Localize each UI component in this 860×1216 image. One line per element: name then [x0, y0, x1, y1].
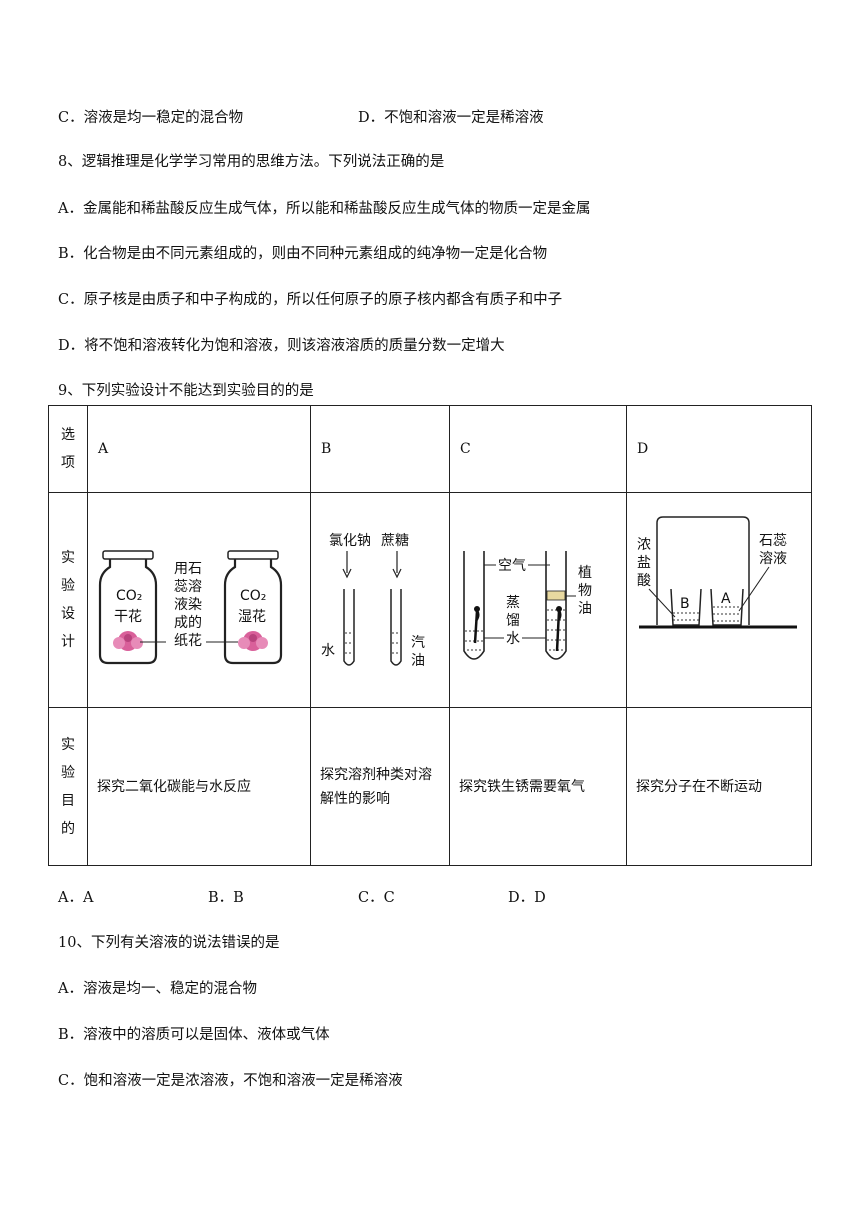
test-tube-icon [343, 589, 355, 666]
flower-note-line5: 纸花 [174, 633, 202, 649]
diagram-d-cell: 浓 盐 酸 石蕊 溶液 B A [626, 492, 812, 708]
diagram-a-co2-jars: CO₂ 干花 用石 蕊溶 液染 成的 纸花 [98, 550, 283, 665]
flower-icon [238, 631, 268, 651]
air-label: 空气 [498, 558, 526, 574]
row-label-design: 实 验 设 计 [48, 492, 88, 708]
q10-option-c: C．饱和溶液一定是浓溶液，不饱和溶液一定是稀溶液 [58, 1073, 403, 1089]
q7-option-c: C．溶液是均一稳定的混合物 [58, 110, 244, 126]
flower-note-line3: 液染 [174, 597, 202, 613]
row-label-char: 设 [61, 606, 75, 622]
flower-note-line2: 蕊溶 [174, 579, 202, 595]
conc-hcl-label-3: 酸 [637, 573, 651, 589]
q9-answer-b: B．B [208, 890, 244, 906]
test-tube-icon [545, 551, 567, 660]
water-label: 水 [321, 643, 335, 659]
diagram-d-molecular-motion: 浓 盐 酸 石蕊 溶液 B A [637, 516, 797, 629]
iron-nail-icon [473, 607, 480, 644]
leader-line [738, 566, 770, 612]
litmus-label-1: 石蕊 [759, 533, 787, 549]
q9-answer-a: A．A [58, 890, 94, 906]
goal-c: 探究铁生锈需要氧气 [449, 707, 627, 866]
q10-option-a: A．溶液是均一、稳定的混合物 [58, 981, 257, 997]
diagram-b-solubility: 氯化钠 蔗糖 水 汽 油 [321, 533, 425, 669]
distilled-water-label-1: 蒸 [506, 595, 520, 611]
q9-answer-d: D．D [508, 890, 546, 906]
row-label-char: 实 [61, 550, 75, 566]
jar-body [223, 559, 283, 665]
column-header-b: B [310, 405, 450, 493]
q8-option-d: D．将不饱和溶液转化为饱和溶液，则该溶液溶质的质量分数一定增大 [58, 338, 505, 354]
gasoline-label-2: 油 [411, 653, 425, 669]
goal-b: 探究溶剂种类对溶解性的影响 [310, 707, 450, 866]
test-tube-icon [463, 551, 485, 660]
row-label-char: 项 [61, 455, 75, 471]
vegetable-oil-label-1: 植 [578, 565, 592, 581]
q9-experiment-table: 选 项 A B C D 实 验 设 计 CO₂ 干花 [48, 405, 812, 866]
q7-option-d: D．不饱和溶液一定是稀溶液 [358, 110, 544, 126]
diagram-c-cell: 空气 蒸 馏 水 [449, 492, 627, 708]
distilled-water-label-3: 水 [506, 631, 520, 647]
diagram-a-cell: CO₂ 干花 用石 蕊溶 液染 成的 纸花 [87, 492, 311, 708]
row-label-purpose: 实 验 目 的 [48, 707, 88, 866]
conc-hcl-label-2: 盐 [637, 555, 651, 571]
q10-option-b: B．溶液中的溶质可以是固体、液体或气体 [58, 1027, 330, 1043]
jar-lid [102, 550, 154, 560]
column-header-c: C [449, 405, 627, 493]
column-header-d: D [626, 405, 812, 493]
nail-head [474, 606, 480, 612]
q8-option-b: B．化合物是由不同元素组成的，则由不同种元素组成的纯净物一定是化合物 [58, 246, 548, 262]
diagram-b-cell: 氯化钠 蔗糖 水 汽 油 [310, 492, 450, 708]
column-header-a: A [87, 405, 311, 493]
vegetable-oil-label-3: 油 [578, 601, 592, 617]
beaker-b-label: B [680, 596, 690, 612]
q8-option-c: C．原子核是由质子和中子构成的，所以任何原子的原子核内都含有质子和中子 [58, 292, 563, 308]
beaker-a-icon [710, 588, 744, 626]
row-label-char: 目 [61, 792, 75, 809]
q9-stem: 9、下列实验设计不能达到实验目的的是 [58, 383, 314, 399]
flower-icon [113, 631, 143, 651]
sodium-chloride-label: 氯化钠 [329, 533, 371, 549]
q8-stem: 8、逻辑推理是化学学习常用的思维方法。下列说法正确的是 [58, 154, 445, 170]
goal-a: 探究二氧化碳能与水反应 [87, 707, 311, 866]
row-label-option: 选 项 [48, 405, 88, 493]
beaker-b-icon [670, 588, 702, 626]
gasoline-label-1: 汽 [411, 635, 425, 651]
row-label-char: 实 [61, 736, 75, 753]
vegetable-oil-label-2: 物 [578, 583, 592, 599]
jar2-gas-label: CO₂ [240, 588, 266, 604]
jar1-gas-label: CO₂ [116, 588, 142, 604]
distilled-water-label-2: 馏 [506, 613, 520, 629]
leader-line [648, 588, 676, 618]
row-label-char: 的 [61, 820, 75, 837]
jar-lid [227, 550, 279, 560]
nail-head [556, 606, 562, 612]
q8-option-a: A．金属能和稀盐酸反应生成气体，所以能和稀盐酸反应生成气体的物质一定是金属 [58, 201, 591, 217]
flower-note-line1: 用石 [174, 561, 202, 577]
q10-stem: 10、下列有关溶液的说法错误的是 [58, 935, 280, 951]
row-label-char: 选 [61, 427, 75, 443]
conc-hcl-label-1: 浓 [637, 537, 651, 553]
test-tube-icon [390, 589, 402, 666]
row-label-char: 计 [61, 634, 75, 650]
jar1-flower-label: 干花 [114, 609, 142, 625]
beaker-a-label: A [721, 591, 731, 607]
sucrose-label: 蔗糖 [381, 533, 409, 549]
litmus-label-2: 溶液 [759, 551, 787, 567]
diagram-c-rust: 空气 蒸 馏 水 [463, 551, 592, 660]
iron-nail-icon [555, 607, 562, 652]
jar-body [98, 559, 158, 665]
q9-answer-c: C．C [358, 890, 395, 906]
bell-jar-icon [656, 516, 750, 625]
arrow-head [392, 568, 402, 579]
row-label-char: 验 [61, 764, 75, 781]
goal-d: 探究分子在不断运动 [626, 707, 812, 866]
flower-note-line4: 成的 [174, 615, 202, 631]
row-label-char: 验 [61, 578, 75, 594]
jar2-flower-label: 湿花 [238, 609, 266, 625]
arrow-head [342, 568, 352, 579]
oil-layer [546, 590, 566, 601]
